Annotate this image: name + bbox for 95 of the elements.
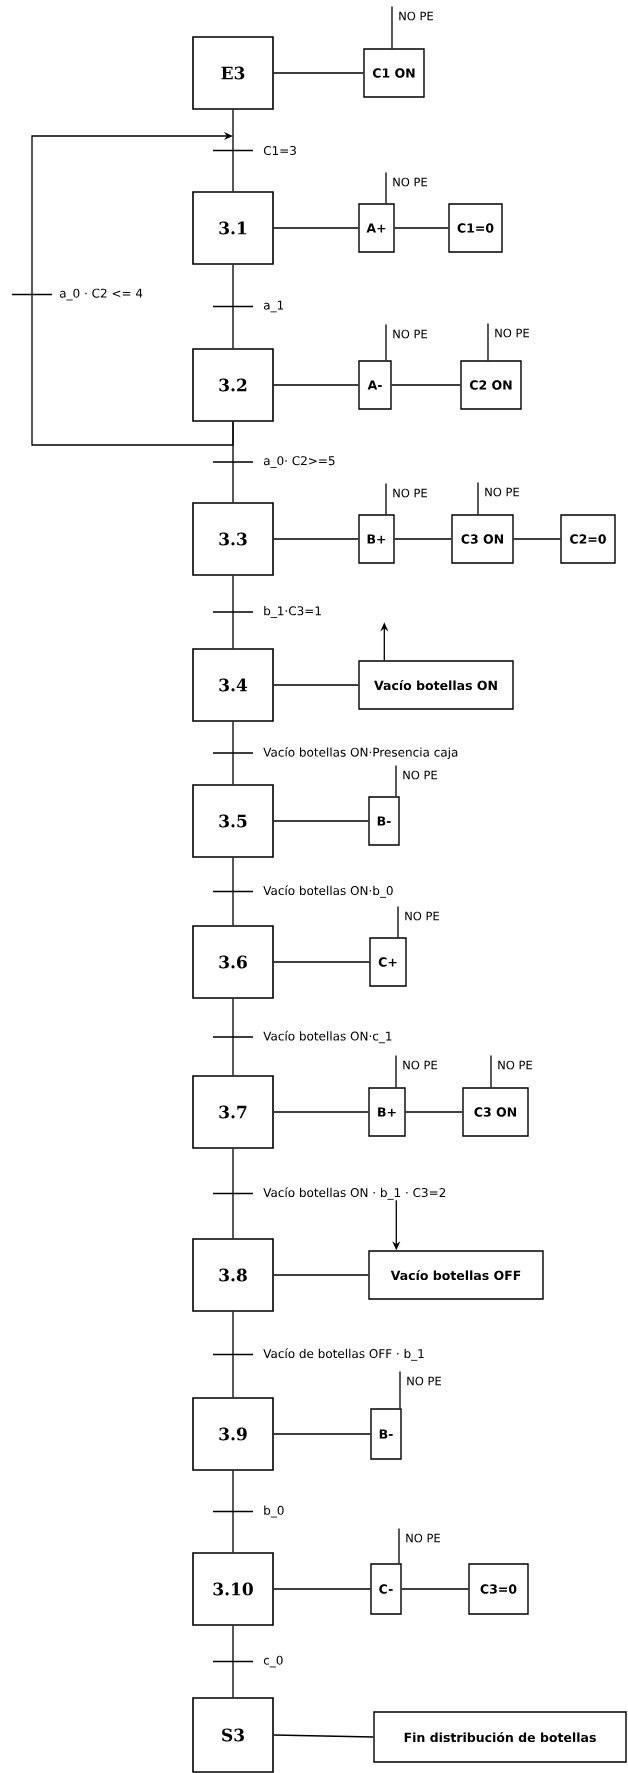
leader-line xyxy=(385,323,387,361)
transition-line xyxy=(212,857,254,926)
leader-line xyxy=(487,322,489,361)
step-box: 3.3 xyxy=(192,502,274,576)
transition-line xyxy=(212,721,254,785)
transition-label: Vacío de botellas OFF · b_1 xyxy=(263,1348,424,1361)
action-box: C- xyxy=(370,1563,402,1615)
connector-line xyxy=(273,1588,371,1590)
transition-label: c_0 xyxy=(263,1655,283,1668)
action-box: C1=0 xyxy=(448,203,503,253)
connector-line xyxy=(273,1433,371,1435)
action-box: Vacío botellas OFF xyxy=(368,1250,544,1300)
step-box: 3.1 xyxy=(192,191,274,265)
connector-line xyxy=(273,1734,374,1738)
transition-label: Vacío botellas ON·Presencia caja xyxy=(263,746,458,760)
action-box: C3 ON xyxy=(451,514,514,564)
note-text: NO PE xyxy=(498,1060,532,1070)
step-box: 3.9 xyxy=(192,1397,274,1471)
leader-line xyxy=(398,1527,400,1564)
note-text: NO PE xyxy=(406,1533,440,1543)
transition-label: a_0· C2>=5 xyxy=(263,456,335,468)
step-box: 3.6 xyxy=(192,925,274,999)
note-text: NO PE xyxy=(407,1376,441,1386)
transition-line xyxy=(212,1311,254,1398)
action-box: C2 ON xyxy=(460,360,522,410)
note-text: NO PE xyxy=(495,328,529,338)
action-box: C3 ON xyxy=(462,1087,529,1137)
transition-label: C1=3 xyxy=(263,146,296,156)
transition-label: b_0 xyxy=(264,1505,284,1518)
step-box: 3.5 xyxy=(192,784,274,858)
step-box: 3.8 xyxy=(192,1238,274,1312)
leader-line xyxy=(395,1054,397,1088)
connector-line xyxy=(405,1111,463,1113)
action-box: B- xyxy=(368,796,400,846)
action-box: B- xyxy=(370,1408,402,1460)
step-box: E3 xyxy=(192,36,274,110)
action-box: A- xyxy=(358,360,392,410)
action-box: A+ xyxy=(358,203,395,253)
transition-line xyxy=(212,998,254,1076)
action-box: C+ xyxy=(369,937,407,987)
action-box: Fin distribución de botellas xyxy=(373,1711,627,1763)
connector-line xyxy=(401,1588,469,1590)
note-text: NO PE xyxy=(393,329,427,339)
action-box: B+ xyxy=(358,514,395,564)
leader-line xyxy=(391,5,393,49)
transition-line xyxy=(212,1148,254,1239)
note-text: NO PE xyxy=(405,911,439,921)
action-box: C3=0 xyxy=(468,1563,529,1615)
note-text: NO PE xyxy=(393,177,427,187)
transition-line xyxy=(212,1470,254,1553)
transition-line xyxy=(212,264,254,349)
connector-line xyxy=(273,538,359,540)
leader-line xyxy=(399,1370,401,1409)
connector-line xyxy=(273,684,359,686)
note-text: NO PE xyxy=(403,1060,437,1070)
action-box: Vacío botellas ON xyxy=(358,660,514,710)
step-box: 3.10 xyxy=(192,1552,274,1626)
connector-line xyxy=(394,227,449,229)
note-text: NO PE xyxy=(393,488,427,498)
note-text: NO PE xyxy=(403,770,437,780)
transition-line xyxy=(212,575,254,649)
transition-label: Vacío botellas ON·b_0 xyxy=(263,885,393,898)
transition-label: a_1 xyxy=(263,300,284,313)
action-box: C2=0 xyxy=(560,514,616,564)
connector-line xyxy=(273,384,359,386)
connector-line xyxy=(273,72,364,74)
connector-line xyxy=(273,820,369,822)
leader-line xyxy=(385,171,387,204)
connector-line xyxy=(391,384,461,386)
transition-label: Vacío botellas ON · b_1 · C3=2 xyxy=(263,1187,446,1200)
transition-label: Vacío botellas ON·c_1 xyxy=(263,1030,392,1044)
connector-line xyxy=(273,227,359,229)
leader-line xyxy=(477,481,479,515)
step-box: 3.4 xyxy=(192,648,274,722)
connector-line xyxy=(273,961,370,963)
leader-line xyxy=(395,764,397,797)
note-text: NO PE xyxy=(399,11,433,21)
leader-line xyxy=(385,482,387,515)
step-box: 3.7 xyxy=(192,1075,274,1149)
transition-label: b_1·C3=1 xyxy=(264,606,321,618)
action-box: B+ xyxy=(368,1087,406,1137)
leader-line xyxy=(397,905,399,938)
transition-line xyxy=(212,109,254,192)
connector-line xyxy=(513,538,561,540)
note-text: NO PE xyxy=(485,487,519,497)
connector-line xyxy=(273,1274,369,1276)
action-box: C1 ON xyxy=(363,48,425,98)
leader-line xyxy=(490,1054,492,1088)
connector-line xyxy=(273,1111,369,1113)
step-box: S3 xyxy=(192,1697,274,1773)
transition-line xyxy=(212,1625,254,1698)
step-box: 3.2 xyxy=(192,348,274,422)
loop-arrow xyxy=(11,131,234,446)
transition-label: a_0 · C2 <= 4 xyxy=(59,288,143,301)
connector-line xyxy=(394,538,452,540)
